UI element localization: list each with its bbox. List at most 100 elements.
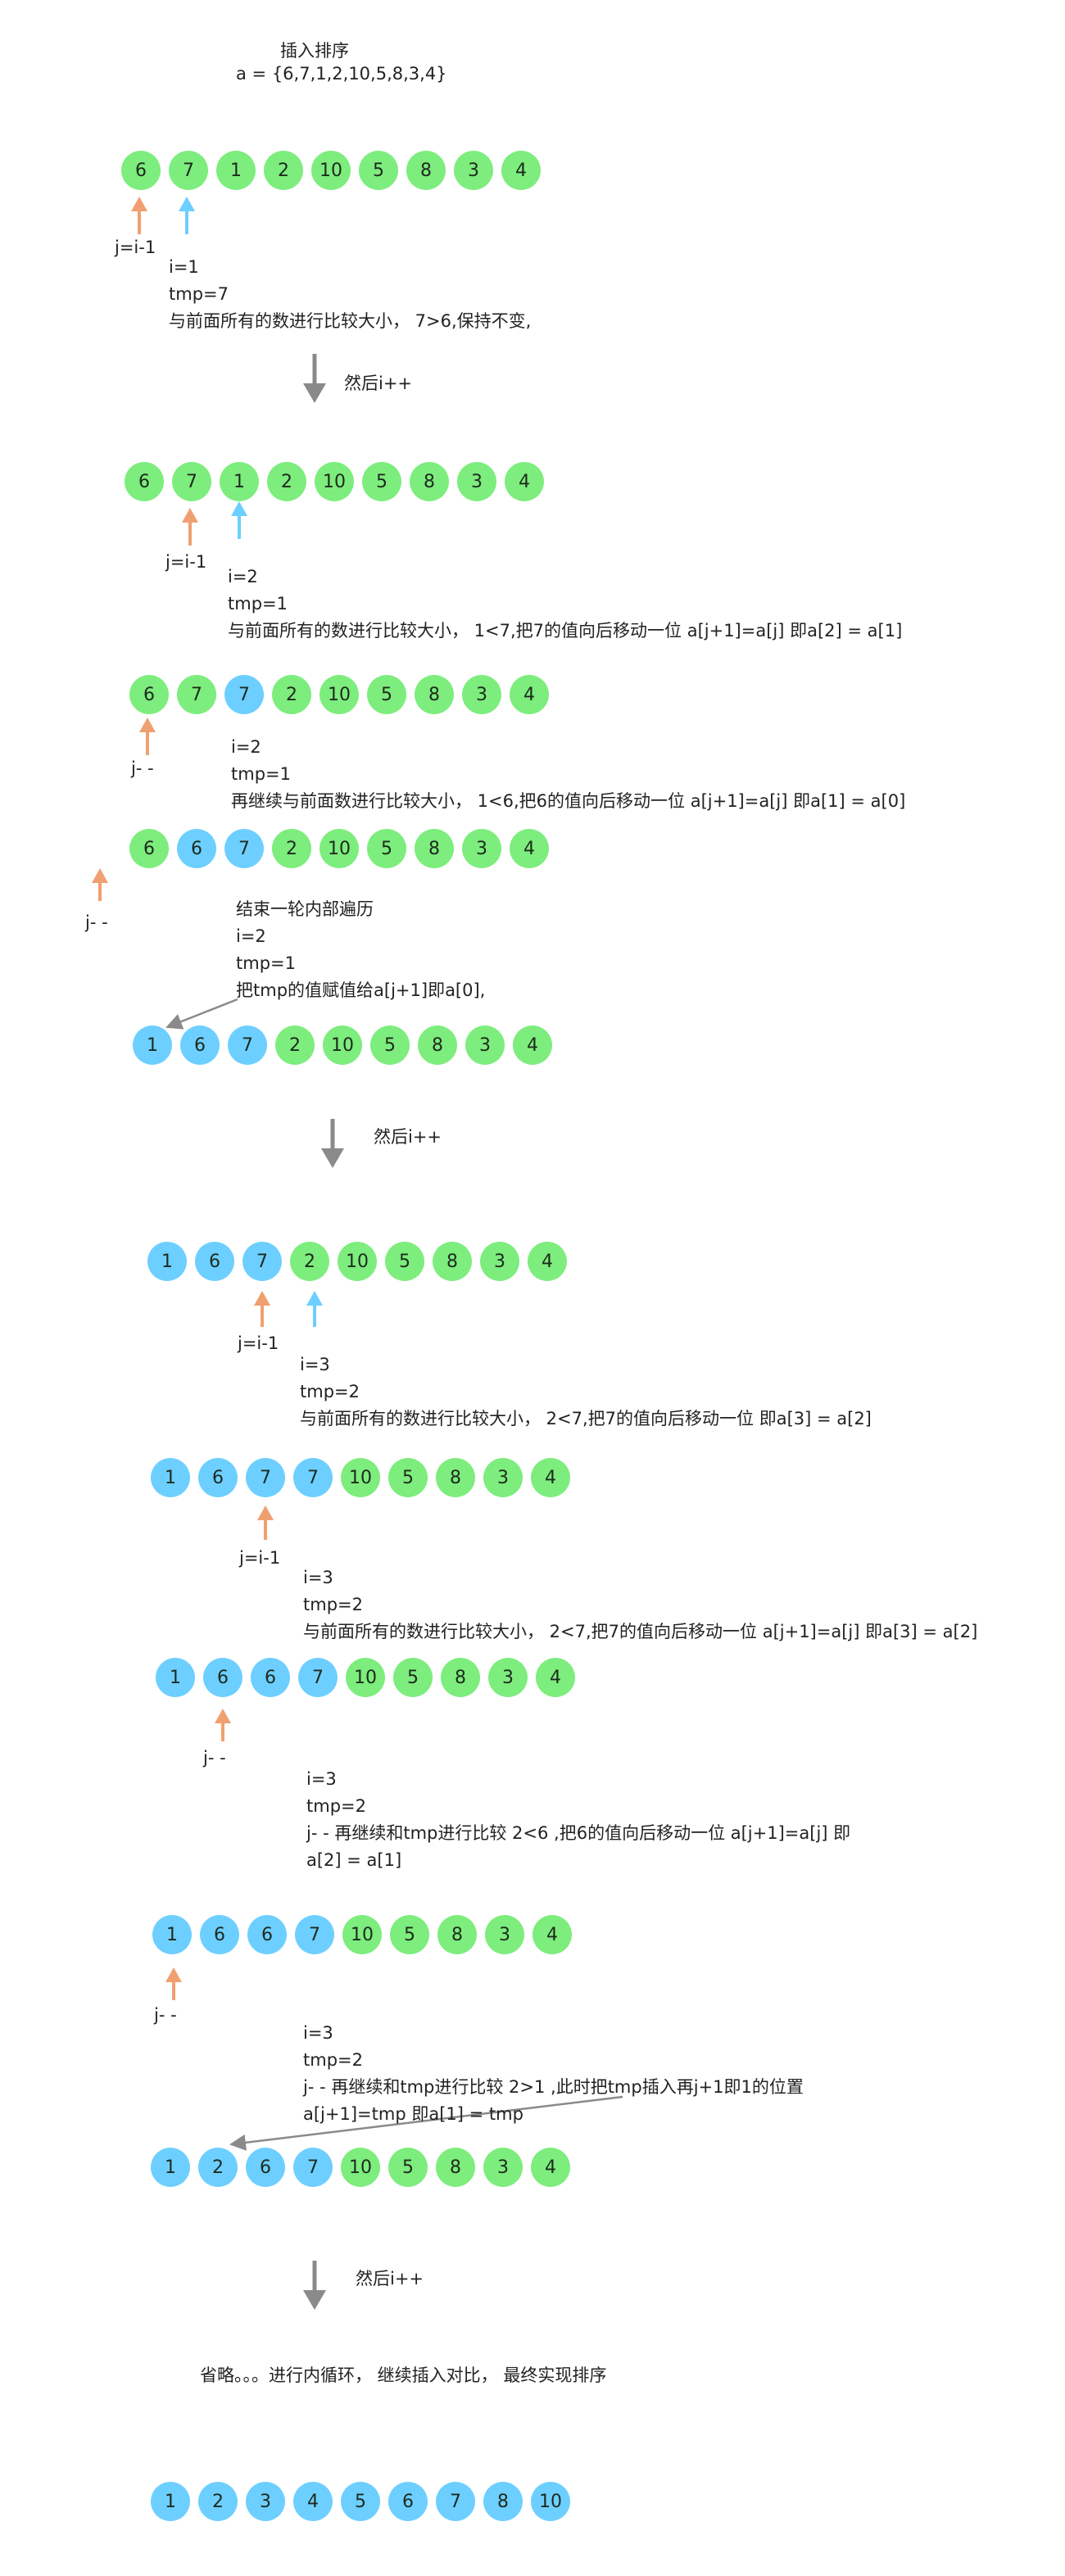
array-element: 10 [341, 2148, 380, 2187]
array-element: 6 [200, 1915, 239, 1954]
array-element: 5 [341, 2482, 380, 2521]
array-element: 6 [125, 462, 164, 501]
array-element: 4 [536, 1658, 575, 1697]
array-element: 4 [293, 2482, 333, 2521]
array-element: 4 [531, 2148, 570, 2187]
array-element: 7 [228, 1025, 267, 1065]
step-note: i=2 tmp=1 与前面所有的数进行比较大小， 1<7,把7的值向后移动一位 … [228, 567, 903, 641]
array-element: 6 [246, 2148, 285, 2187]
down-arrow-icon [321, 1119, 344, 1168]
array-element: 1 [216, 151, 256, 190]
array-element: 6 [129, 829, 169, 868]
step-label: 然后i++ [356, 2269, 424, 2289]
pointer-label-j: j- - [85, 912, 108, 932]
array-element: 7 [172, 462, 211, 501]
array-element: 1 [147, 1242, 187, 1281]
down-arrow-icon [303, 2261, 326, 2310]
orange-pointer-arrow [92, 868, 108, 901]
array-element: 8 [415, 829, 454, 868]
array-element: 2 [198, 2148, 238, 2187]
array-element: 6 [180, 1025, 220, 1065]
array-element: 8 [418, 1025, 457, 1065]
array-element: 6 [121, 151, 161, 190]
array-definition: a = {6,7,1,2,10,5,8,3,4} [236, 64, 447, 84]
array-element: 8 [436, 2148, 475, 2187]
assign-connector-arrow [165, 998, 238, 1030]
diagram-title: 插入排序 [280, 41, 349, 61]
array-element: 1 [151, 2148, 190, 2187]
array-element: 6 [251, 1658, 290, 1697]
step-label: 然后i++ [374, 1127, 442, 1147]
array-element: 7 [293, 2148, 333, 2187]
step-label: 然后i++ [344, 373, 413, 393]
array-element: 10 [346, 1658, 385, 1697]
blue-pointer-arrow [179, 197, 195, 234]
step-note: i=3 tmp=2 与前面所有的数进行比较大小， 2<7,把7的值向后移动一位 … [303, 1568, 978, 1641]
array-element: 3 [462, 829, 501, 868]
pointer-label-j: j- - [203, 1748, 226, 1768]
array-element: 5 [370, 1025, 410, 1065]
array-element: 4 [513, 1025, 552, 1065]
blue-pointer-arrow [231, 501, 247, 539]
array-element: 6 [247, 1915, 287, 1954]
array-element: 3 [465, 1025, 505, 1065]
array-element: 6 [388, 2482, 428, 2521]
orange-pointer-arrow [257, 1505, 274, 1540]
array-element: 2 [264, 151, 303, 190]
array-element: 1 [133, 1025, 172, 1065]
array-element: 7 [295, 1915, 334, 1954]
array-element: 4 [528, 1242, 567, 1281]
array-element: 7 [293, 1458, 333, 1497]
array-element: 1 [152, 1915, 192, 1954]
array-element: 4 [531, 1458, 570, 1497]
array-element: 6 [129, 675, 169, 714]
array-element: 7 [298, 1658, 338, 1697]
array-element: 6 [195, 1242, 234, 1281]
array-element: 10 [531, 2482, 570, 2521]
array-element: 3 [483, 2148, 523, 2187]
array-element: 8 [483, 2482, 523, 2521]
array-element: 1 [151, 1458, 190, 1497]
array-element: 10 [311, 151, 351, 190]
array-element: 1 [156, 1658, 195, 1697]
array-element: 5 [362, 462, 401, 501]
array-element: 5 [367, 829, 406, 868]
array-element: 1 [220, 462, 259, 501]
array-element: 6 [203, 1658, 242, 1697]
array-element: 8 [437, 1915, 477, 1954]
array-element: 4 [505, 462, 544, 501]
pointer-label-j: j=i-1 [239, 1548, 281, 1568]
array-element: 8 [415, 675, 454, 714]
step-note: i=2 tmp=1 再继续与前面数进行比较大小， 1<6,把6的值向后移动一位 … [231, 737, 906, 811]
array-element: 8 [406, 151, 446, 190]
array-element: 2 [272, 675, 311, 714]
insert-connector-arrow [229, 2095, 623, 2151]
array-element: 3 [480, 1242, 519, 1281]
step-note: i=1 tmp=7 与前面所有的数进行比较大小， 7>6,保持不变, [169, 257, 532, 331]
array-element: 5 [390, 1915, 429, 1954]
array-element: 3 [485, 1915, 524, 1954]
array-element: 10 [323, 1025, 362, 1065]
array-element: 8 [433, 1242, 472, 1281]
step-note: i=3 tmp=2 与前面所有的数进行比较大小， 2<7,把7的值向后移动一位 … [300, 1355, 872, 1428]
array-element: 10 [342, 1915, 382, 1954]
array-element: 3 [483, 1458, 523, 1497]
array-element: 2 [272, 829, 311, 868]
array-element: 10 [320, 829, 359, 868]
array-element: 2 [198, 2482, 238, 2521]
array-element: 3 [462, 675, 501, 714]
array-element: 3 [246, 2482, 285, 2521]
orange-pointer-arrow [215, 1709, 231, 1741]
array-element: 5 [385, 1242, 424, 1281]
array-element: 7 [242, 1242, 282, 1281]
orange-pointer-arrow [254, 1291, 270, 1327]
array-element: 4 [510, 829, 549, 868]
orange-pointer-arrow [165, 1967, 182, 2000]
array-element: 7 [224, 675, 264, 714]
array-element: 7 [246, 1458, 285, 1497]
array-element: 4 [510, 675, 549, 714]
orange-pointer-arrow [139, 718, 156, 755]
array-element: 10 [341, 1458, 380, 1497]
array-element: 3 [454, 151, 493, 190]
